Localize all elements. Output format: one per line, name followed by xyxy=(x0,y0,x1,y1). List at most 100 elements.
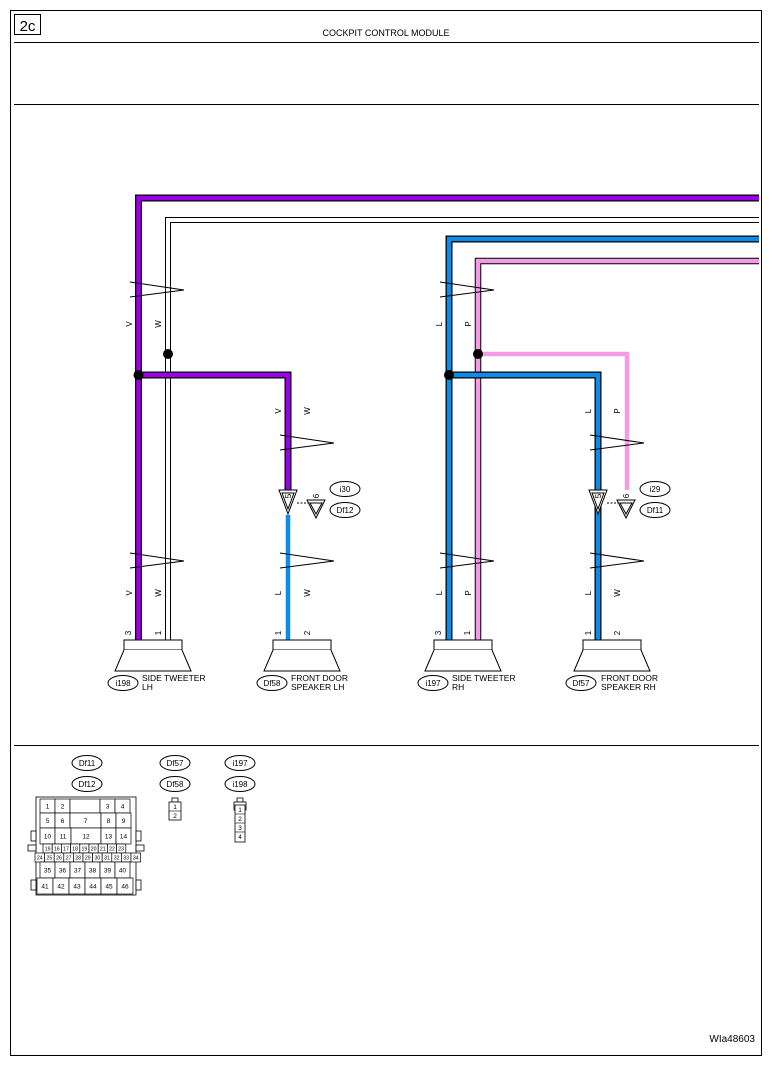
df-pin-label: 30 xyxy=(95,855,101,861)
legend-speaker-connector: Df57 Df58 1 2 xyxy=(159,755,191,821)
df-pin-label: 25 xyxy=(47,855,53,861)
wire-break-symbols xyxy=(129,281,645,569)
label-lh-branch-v: V xyxy=(274,408,283,414)
label-rh-trunk-l: L xyxy=(435,321,444,326)
splice-rh-p xyxy=(473,349,483,359)
splice-rh-l xyxy=(444,370,454,380)
page-tag-box xyxy=(14,14,41,35)
inline-rh-pin-5: 5 xyxy=(594,493,603,498)
df-pin-label: 44 xyxy=(89,883,97,890)
side-tweeter-rh: 3 1 i197 SIDE TWEETER RH xyxy=(417,630,516,692)
page-tag: 2c xyxy=(20,18,36,35)
label-lh-tweeter-v: V xyxy=(125,590,134,596)
front-door-speaker-lh: 1 2 Df58 FRONT DOOR SPEAKER LH xyxy=(256,630,348,692)
df-pin-label: 4 xyxy=(121,803,125,810)
df-pin-label: 34 xyxy=(133,855,139,861)
tweeter-lh-connector-id: i198 xyxy=(115,679,131,688)
legend-speaker-id-2: Df58 xyxy=(167,780,184,789)
df-pin-label: 38 xyxy=(89,867,97,874)
legend-df-id-1: Df11 xyxy=(79,759,96,768)
label-lh-speaker-w: W xyxy=(303,589,312,597)
legend-speaker-pin-1: 1 xyxy=(173,804,177,811)
df-pin-label: 11 xyxy=(60,833,67,840)
df-pin-label: 27 xyxy=(66,855,72,861)
label-rh-branch-p: P xyxy=(613,408,622,413)
legend-tweeter-pin-1: 1 xyxy=(238,807,242,814)
df-pin-label: 9 xyxy=(122,818,126,825)
inline-lh-pin-6: 6 xyxy=(312,493,321,498)
label-lh-trunk-w: W xyxy=(154,320,163,328)
legend-tweeter-pin-3: 3 xyxy=(238,825,242,832)
df-pin-label: 17 xyxy=(63,846,69,852)
df-pin-label: 22 xyxy=(109,846,115,852)
legend-tweeter-pin-4: 4 xyxy=(238,834,242,841)
df-pin-label: 36 xyxy=(59,867,67,874)
inline-connector-rh: 5 6 i29 Df11 xyxy=(588,481,671,520)
legend-tweeter-pin-2: 2 xyxy=(238,816,242,823)
side-tweeter-lh: 3 1 i198 SIDE TWEETER LH xyxy=(107,630,206,692)
df-pin-label: 31 xyxy=(104,855,110,861)
label-rh-branch-l: L xyxy=(584,408,593,413)
inline-lh-id-top: i30 xyxy=(340,485,351,494)
df-pin-label: 40 xyxy=(119,867,127,874)
df-pin-label: 26 xyxy=(56,855,62,861)
df-pin-label: 8 xyxy=(107,818,111,825)
label-lh-speaker-l: L xyxy=(274,590,283,595)
df-pin-label: 19 xyxy=(82,846,88,852)
wire-lh-v-branch xyxy=(138,371,292,490)
legend-tweeter-connector: i197 i198 1 2 3 4 xyxy=(224,755,256,843)
label-rh-tweeter-p: P xyxy=(464,590,473,595)
tweeter-rh-connector-id: i197 xyxy=(425,679,441,688)
label-lh-tweeter-w: W xyxy=(154,589,163,597)
tweeter-rh-name-2: RH xyxy=(452,682,464,692)
df-pin-label: 35 xyxy=(44,867,52,874)
figure-id: WIa48603 xyxy=(709,1034,755,1045)
speaker-lh-connector-id: Df58 xyxy=(264,679,281,688)
speaker-rh-connector-id: Df57 xyxy=(573,679,590,688)
df-pin-label: 28 xyxy=(75,855,81,861)
wire-rh-l-branch xyxy=(449,371,602,640)
splice-lh-w xyxy=(163,349,173,359)
df-pin-label: 20 xyxy=(91,846,97,852)
df-pin-label: 43 xyxy=(73,883,81,890)
df-pin-label: 41 xyxy=(41,883,49,890)
module-title: COCKPIT CONTROL MODULE xyxy=(322,28,449,38)
wire-rh-p-branch xyxy=(478,351,630,490)
label-rh-speaker-w: W xyxy=(613,589,622,597)
df-pin-label: 46 xyxy=(121,883,129,890)
tweeter-rh-pin-3: 3 xyxy=(434,630,443,635)
df-pin-label: 37 xyxy=(74,867,82,874)
legend-tweeter-id-2: i198 xyxy=(232,780,248,789)
tweeter-lh-pin-1: 1 xyxy=(154,630,163,635)
tweeter-lh-name-1: SIDE TWEETER xyxy=(142,673,206,683)
df-pin-label: 19 xyxy=(45,846,51,852)
df-pin-label: 16 xyxy=(54,846,60,852)
df-pin-label: 3 xyxy=(106,803,110,810)
df-pin-label: 45 xyxy=(105,883,113,890)
speaker-lh-pin-2: 2 xyxy=(303,630,312,635)
legend-speaker-id-1: Df57 xyxy=(167,759,184,768)
tweeter-rh-name-1: SIDE TWEETER xyxy=(452,673,516,683)
df-pin-label: 24 xyxy=(37,855,43,861)
df-pin-label: 23 xyxy=(118,846,124,852)
df-pin-label: 13 xyxy=(105,833,113,840)
splice-lh-v xyxy=(133,370,144,380)
df-pin-label: 7 xyxy=(84,818,88,825)
speaker-rh-pin-2: 2 xyxy=(613,630,622,635)
speaker-lh-name-2: SPEAKER LH xyxy=(291,682,344,692)
label-lh-trunk-v: V xyxy=(125,321,134,327)
tweeter-lh-name-2: LH xyxy=(142,682,153,692)
wire-lh-w-trunk xyxy=(165,217,759,640)
df-pin-label: 42 xyxy=(57,883,65,890)
label-rh-trunk-p: P xyxy=(464,321,473,326)
inline-lh-id-bottom: Df12 xyxy=(337,506,354,515)
wire-rh-l-trunk xyxy=(445,235,759,640)
speaker-lh-pin-1: 1 xyxy=(274,630,283,635)
df-pin-label: 33 xyxy=(123,855,129,861)
speaker-lh-name-1: FRONT DOOR xyxy=(291,673,348,683)
label-lh-branch-w: W xyxy=(303,407,312,415)
df-pin-label: 10 xyxy=(44,833,52,840)
